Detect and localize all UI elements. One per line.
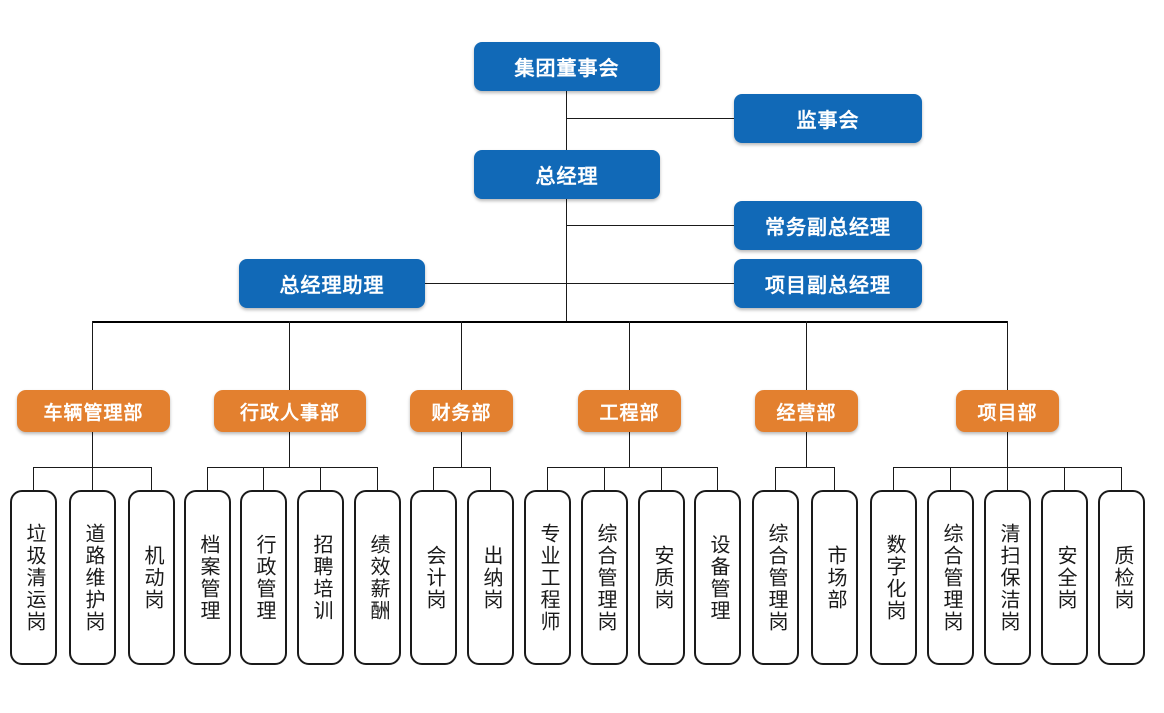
leaf-label: 专业工程师 <box>537 522 559 633</box>
node-project-deputy-gm[interactable]: 项目副总经理 <box>734 259 922 308</box>
node-gm-assistant[interactable]: 总经理助理 <box>239 259 425 308</box>
connector-to-supervisory-board <box>566 118 734 119</box>
leaf-label: 垃圾清运岗 <box>23 522 45 633</box>
connector-to-executive-deputy-gm <box>566 225 734 226</box>
leaf-label: 清扫保洁岗 <box>997 522 1019 633</box>
stem-department-3 <box>629 432 630 467</box>
node-position-marketing[interactable]: 市场部 <box>811 490 858 665</box>
drop-leaf-0 <box>33 467 34 490</box>
subbus-department-2 <box>433 467 490 468</box>
drop-leaf-17 <box>1007 467 1008 490</box>
drop-leaf-7 <box>433 467 434 490</box>
node-position-engineering-general-management[interactable]: 综合管理岗 <box>581 490 628 665</box>
stem-department-5 <box>1007 432 1008 467</box>
drop-leaf-13 <box>775 467 776 490</box>
leaf-label: 市场部 <box>824 544 846 611</box>
drop-leaf-15 <box>893 467 894 490</box>
leaf-label: 机动岗 <box>141 544 163 611</box>
stem-department-0 <box>92 432 93 467</box>
drop-leaf-9 <box>547 467 548 490</box>
connector-to-gm-assistant <box>425 283 567 284</box>
leaf-label: 安全岗 <box>1054 544 1076 611</box>
leaf-label: 综合管理岗 <box>765 522 787 633</box>
drop-leaf-6 <box>377 467 378 490</box>
node-department-operations[interactable]: 经营部 <box>755 390 858 432</box>
leaf-label: 档案管理 <box>197 533 219 622</box>
stem-department-1 <box>289 432 290 467</box>
node-position-quality-inspection[interactable]: 质检岗 <box>1098 490 1145 665</box>
leaf-label: 综合管理岗 <box>940 522 962 633</box>
stem-department-2 <box>461 432 462 467</box>
drop-leaf-19 <box>1121 467 1122 490</box>
drop-to-department-1 <box>289 321 290 390</box>
node-department-engineering[interactable]: 工程部 <box>578 390 681 432</box>
node-position-professional-engineer[interactable]: 专业工程师 <box>524 490 571 665</box>
connector-to-project-deputy-gm <box>566 283 734 284</box>
node-position-recruitment-training[interactable]: 招聘培训 <box>297 490 344 665</box>
node-position-operations-general-management[interactable]: 综合管理岗 <box>752 490 799 665</box>
node-general-manager[interactable]: 总经理 <box>474 150 660 199</box>
node-supervisory-board[interactable]: 监事会 <box>734 94 922 143</box>
leaf-label: 设备管理 <box>707 533 729 622</box>
drop-leaf-11 <box>661 467 662 490</box>
drop-to-department-5 <box>1007 321 1008 390</box>
leaf-label: 质检岗 <box>1111 544 1133 611</box>
drop-leaf-2 <box>151 467 152 490</box>
node-department-vehicle-management[interactable]: 车辆管理部 <box>17 390 170 432</box>
leaf-label: 综合管理岗 <box>594 522 616 633</box>
leaf-label: 行政管理 <box>253 533 275 622</box>
subbus-department-4 <box>775 467 834 468</box>
node-department-administration-hr[interactable]: 行政人事部 <box>214 390 366 432</box>
leaf-label: 安质岗 <box>651 544 673 611</box>
node-position-administration-management[interactable]: 行政管理 <box>240 490 287 665</box>
connector-gm-trunk <box>566 199 567 322</box>
node-position-safety-quality[interactable]: 安质岗 <box>638 490 685 665</box>
subbus-department-3 <box>547 467 717 468</box>
node-board[interactable]: 集团董事会 <box>474 42 660 91</box>
node-position-cashier[interactable]: 出纳岗 <box>467 490 514 665</box>
node-department-finance[interactable]: 财务部 <box>410 390 513 432</box>
node-position-equipment-management[interactable]: 设备管理 <box>694 490 741 665</box>
leaf-label: 绩效薪酬 <box>367 533 389 622</box>
connector-board-to-gm <box>566 91 567 150</box>
node-position-mobile-duty[interactable]: 机动岗 <box>128 490 175 665</box>
drop-leaf-8 <box>490 467 491 490</box>
leaf-label: 道路维护岗 <box>82 522 104 633</box>
stem-department-4 <box>806 432 807 467</box>
node-position-project-general-management[interactable]: 综合管理岗 <box>927 490 974 665</box>
node-position-road-maintenance[interactable]: 道路维护岗 <box>69 490 116 665</box>
node-position-archive-management[interactable]: 档案管理 <box>184 490 231 665</box>
leaf-label: 招聘培训 <box>310 533 332 622</box>
node-department-project[interactable]: 项目部 <box>956 390 1059 432</box>
drop-leaf-1 <box>92 467 93 490</box>
drop-leaf-12 <box>717 467 718 490</box>
drop-leaf-5 <box>320 467 321 490</box>
drop-to-department-2 <box>461 321 462 390</box>
drop-leaf-3 <box>207 467 208 490</box>
node-position-accounting[interactable]: 会计岗 <box>410 490 457 665</box>
node-position-safety[interactable]: 安全岗 <box>1041 490 1088 665</box>
node-position-digitalization[interactable]: 数字化岗 <box>870 490 917 665</box>
node-position-cleaning-sanitation[interactable]: 清扫保洁岗 <box>984 490 1031 665</box>
department-bus <box>92 321 1008 323</box>
drop-to-department-4 <box>806 321 807 390</box>
drop-leaf-16 <box>950 467 951 490</box>
drop-leaf-18 <box>1064 467 1065 490</box>
leaf-label: 会计岗 <box>423 544 445 611</box>
node-executive-deputy-gm[interactable]: 常务副总经理 <box>734 201 922 250</box>
subbus-department-1 <box>207 467 377 468</box>
drop-leaf-4 <box>263 467 264 490</box>
drop-leaf-14 <box>834 467 835 490</box>
leaf-label: 数字化岗 <box>883 533 905 622</box>
drop-to-department-0 <box>92 321 93 390</box>
node-position-performance-compensation[interactable]: 绩效薪酬 <box>354 490 401 665</box>
node-position-garbage-transport[interactable]: 垃圾清运岗 <box>10 490 57 665</box>
leaf-label: 出纳岗 <box>480 544 502 611</box>
drop-to-department-3 <box>629 321 630 390</box>
drop-leaf-10 <box>604 467 605 490</box>
